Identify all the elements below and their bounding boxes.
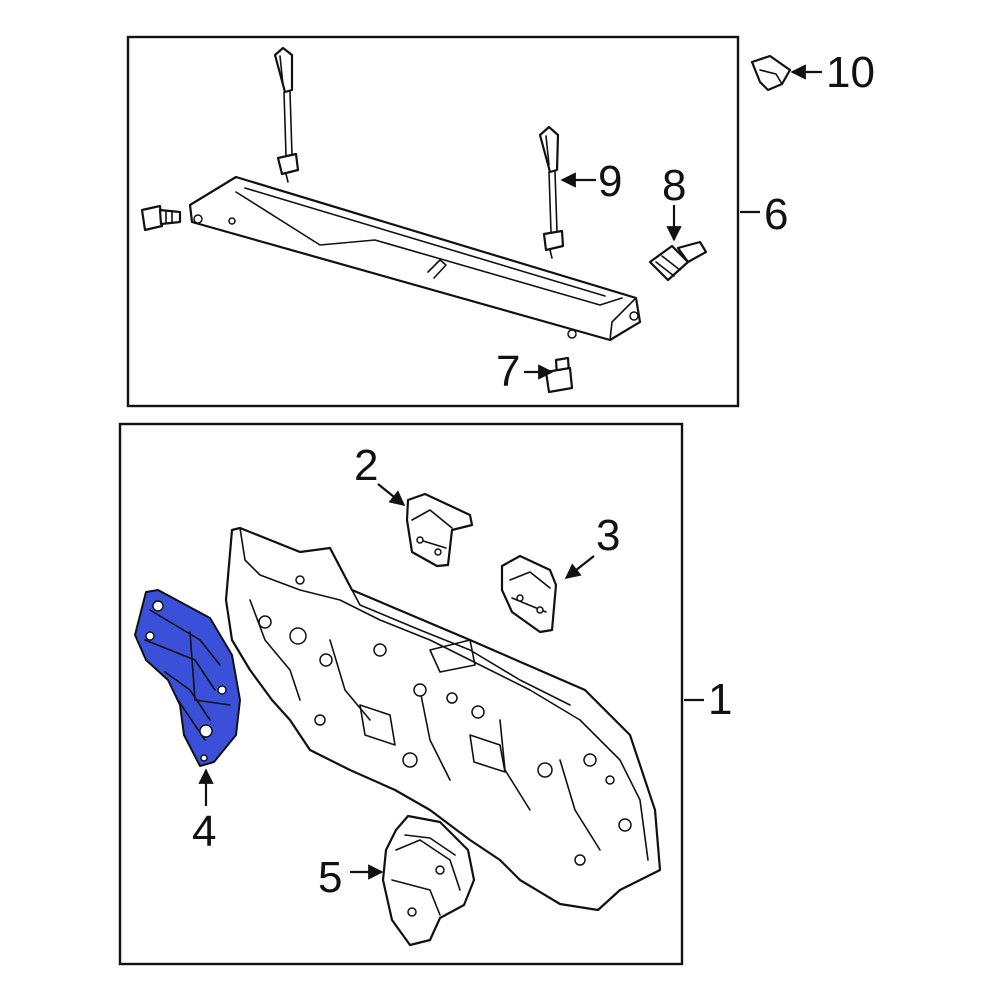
bracket-part-3[interactable] <box>500 554 558 634</box>
upper-assembly-frame <box>126 35 740 408</box>
package-tray-panel[interactable] <box>188 175 642 342</box>
strap-hook-right[interactable] <box>538 125 565 259</box>
bracket-part-5[interactable] <box>381 814 476 947</box>
callout-4: 4 <box>192 807 216 856</box>
lower-assembly-frame <box>118 422 684 966</box>
callout-9: 9 <box>598 157 622 206</box>
tray-bolt-left[interactable] <box>140 204 182 232</box>
callout-6: 6 <box>764 190 788 239</box>
callout-10: 10 <box>826 48 875 97</box>
callout-8: 8 <box>662 161 686 210</box>
leaders <box>198 64 822 880</box>
rear-body-panel[interactable] <box>224 526 662 912</box>
callout-2: 2 <box>354 441 378 490</box>
clip-part-8[interactable] <box>648 240 708 282</box>
bracket-part-2[interactable] <box>405 492 474 568</box>
clip-part-10[interactable] <box>750 54 792 92</box>
callout-7: 7 <box>496 347 520 396</box>
callout-1: 1 <box>708 675 732 724</box>
reinforcement-part-4[interactable] <box>134 589 241 767</box>
strap-hook-left[interactable] <box>273 46 300 183</box>
callout-3: 3 <box>596 511 620 560</box>
bolt-part-7[interactable] <box>544 356 574 394</box>
callout-5: 5 <box>318 853 342 902</box>
